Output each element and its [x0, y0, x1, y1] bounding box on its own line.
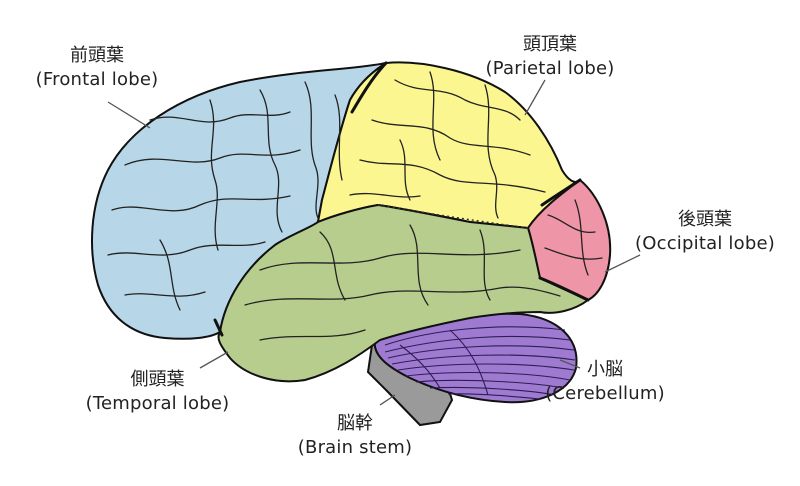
brainstem-leader [380, 395, 395, 405]
frontal-leader [108, 102, 150, 128]
occipital-lobe-label-en: (Occipital lobe) [620, 232, 790, 256]
frontal-lobe-label-jp: 前頭葉 [22, 44, 172, 68]
parietal-lobe-label-en: (Parietal lobe) [470, 57, 630, 81]
temporal-lobe-label: 側頭葉 (Temporal lobe) [70, 368, 245, 416]
cerebellum-label-en: (Cerebellum) [530, 382, 680, 406]
parietal-lobe-label: 頭頂葉 (Parietal lobe) [470, 33, 630, 81]
occipital-lobe-label: 後頭葉 (Occipital lobe) [620, 208, 790, 256]
cerebellum-label-jp: 小脳 [530, 358, 680, 382]
brainstem-label-en: (Brain stem) [285, 436, 425, 460]
parietal-leader [525, 80, 545, 115]
occipital-lobe-label-jp: 後頭葉 [620, 208, 790, 232]
brainstem-label-jp: 脳幹 [285, 412, 425, 436]
temporal-leader [200, 352, 228, 368]
frontal-lobe-label: 前頭葉 (Frontal lobe) [22, 44, 172, 92]
cerebellum-label: 小脳 (Cerebellum) [530, 358, 680, 406]
brainstem-label: 脳幹 (Brain stem) [285, 412, 425, 460]
temporal-lobe-label-jp: 側頭葉 [70, 368, 245, 392]
frontal-lobe-label-en: (Frontal lobe) [22, 68, 172, 92]
temporal-lobe-label-en: (Temporal lobe) [70, 392, 245, 416]
parietal-lobe-label-jp: 頭頂葉 [470, 33, 630, 57]
